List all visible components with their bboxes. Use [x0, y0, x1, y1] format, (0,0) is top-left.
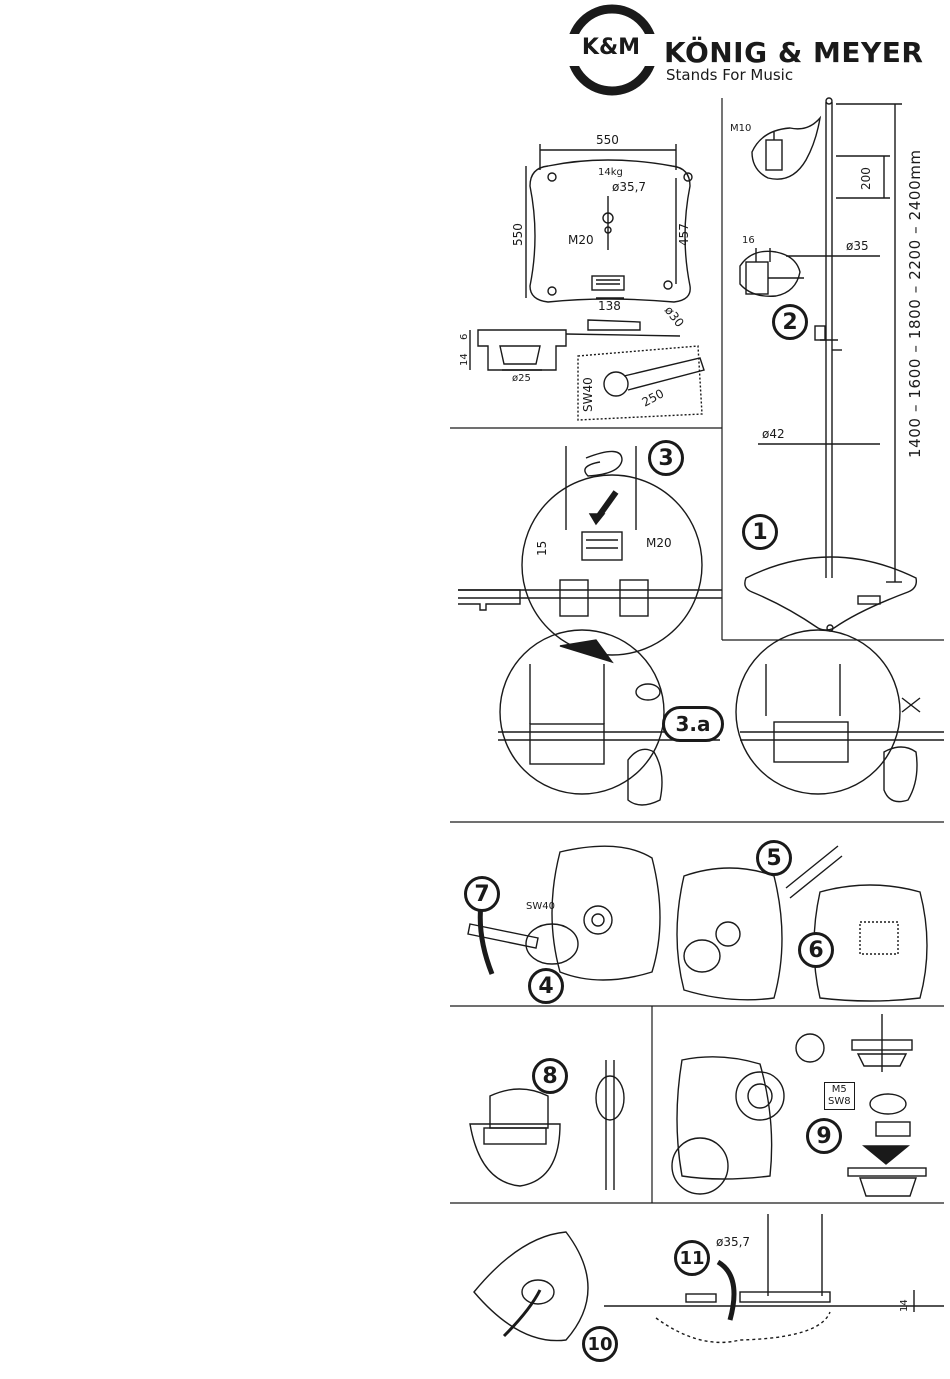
wrench-label-step4: SW40 [526, 902, 555, 912]
step-1-marker: 1 [742, 514, 778, 550]
step-6-marker: 6 [798, 932, 834, 968]
dim-base-depth: 550 [512, 223, 524, 246]
dim-thread-top: M10 [730, 124, 751, 134]
check-circle-right [736, 630, 944, 802]
wrench-drawing [578, 346, 704, 420]
dim-foot-inner: ø25 [512, 374, 531, 384]
dim-section-h1: 14 [460, 353, 470, 366]
dim-section-h2: 6 [460, 334, 470, 340]
brand-name: KÖNIG & MEYER [664, 36, 923, 69]
dim-bore-diameter-2: ø35,7 [716, 1236, 750, 1248]
screw-spec-box: M5 SW8 [824, 1082, 855, 1110]
step-4-marker: 4 [528, 968, 564, 1004]
dim-hole-spacing: 200 [860, 167, 872, 190]
step-3-marker: 3 [648, 440, 684, 476]
dim-thread-pin: M20 [646, 537, 672, 549]
dim-plate-height: 14 [900, 1299, 910, 1312]
height-range-label: 1400 – 1600 – 1800 – 2200 – 2400mm [906, 149, 924, 458]
brand-tagline: Stands For Music [666, 66, 793, 84]
dim-base-width: 550 [596, 134, 619, 146]
step-3a-marker: 3.a [662, 706, 724, 742]
foot-replacement-drawings [672, 1014, 926, 1196]
dim-wrench-size: SW40 [582, 377, 594, 412]
stand-drawing [740, 98, 916, 631]
section-frames [450, 98, 944, 1203]
step-8-marker: 8 [532, 1058, 568, 1094]
dim-tube-upper: ø35 [846, 240, 869, 252]
step-5-marker: 5 [756, 840, 792, 876]
dim-thread-base: M20 [568, 234, 594, 246]
screw-label-m5: M5 [828, 1084, 851, 1096]
step-2-marker: 2 [772, 304, 808, 340]
step-9-marker: 9 [806, 1118, 842, 1154]
dim-bore-diameter: ø35,7 [612, 181, 646, 193]
dim-tube-lower: ø42 [762, 428, 785, 440]
step-7-marker: 7 [464, 876, 500, 912]
thread-detail-drawing [458, 446, 722, 662]
screw-label-sw8: SW8 [828, 1096, 851, 1108]
cable-routing-drawings [474, 1214, 944, 1342]
km-logo: K&M [564, 35, 658, 60]
dim-weight: 14kg [598, 168, 623, 178]
dim-handle-width: 138 [598, 300, 621, 312]
step-10-marker: 10 [582, 1326, 618, 1362]
base-side-section [470, 320, 680, 370]
dim-thread-length: 15 [536, 541, 548, 556]
dim-knob-size: 16 [742, 236, 755, 246]
dim-hole-distance: 457 [678, 223, 690, 246]
step-11-marker: 11 [674, 1240, 710, 1276]
